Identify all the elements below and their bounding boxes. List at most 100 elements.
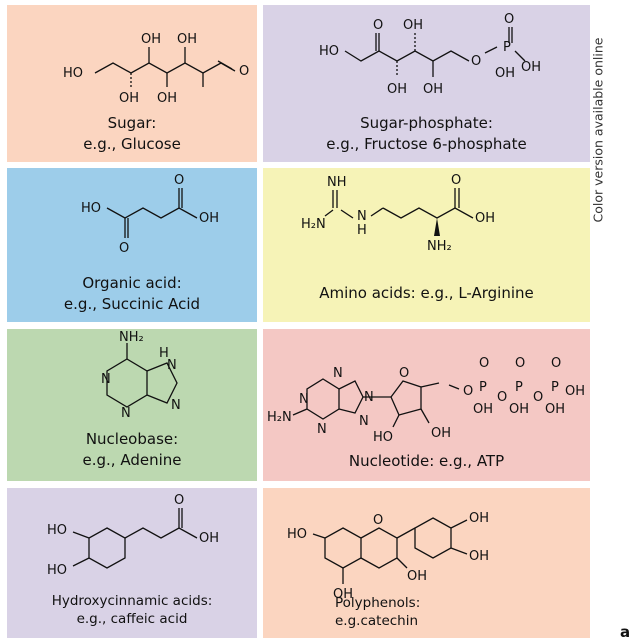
- svg-text:P: P: [503, 40, 511, 55]
- svg-text:NH: NH: [327, 175, 347, 190]
- svg-text:OH: OH: [469, 511, 489, 526]
- svg-text:O: O: [399, 366, 409, 381]
- svg-text:OH: OH: [199, 211, 219, 226]
- svg-text:H: H: [159, 346, 169, 361]
- svg-text:O: O: [373, 513, 383, 528]
- color-version-note-text: Color version available online: [590, 37, 606, 223]
- svg-text:O: O: [463, 384, 473, 399]
- sugar-phosphate-caption: Sugar-phosphate: e.g., Fructose 6-phosph…: [263, 113, 590, 155]
- svg-text:OH: OH: [469, 549, 489, 564]
- hydroxycinnamic-caption-line2: e.g., caffeic acid: [76, 611, 188, 627]
- panel-amino-acid: NH H₂N N H O OH NH₂ Amino acids: e.g., L…: [263, 168, 590, 322]
- nucleotide-caption-line1: Nucleotide: e.g., ATP: [348, 452, 505, 470]
- hydroxycinnamic-caption-line1: Hydroxycinnamic acids:: [51, 593, 213, 609]
- panel-letter: a: [620, 623, 631, 641]
- svg-text:OH: OH: [407, 569, 427, 584]
- sugar-caption: Sugar: e.g., Glucose: [7, 113, 257, 155]
- svg-text:OH: OH: [157, 91, 177, 106]
- svg-text:OH: OH: [177, 32, 197, 47]
- svg-text:OH: OH: [333, 587, 353, 602]
- svg-text:H₂N: H₂N: [267, 410, 292, 425]
- nucleobase-caption: Nucleobase: e.g., Adenine: [7, 429, 257, 471]
- svg-text:HO: HO: [63, 66, 83, 81]
- svg-text:N: N: [333, 366, 343, 381]
- svg-text:H: H: [357, 223, 367, 238]
- svg-text:O: O: [497, 390, 507, 405]
- svg-text:HO: HO: [319, 44, 339, 59]
- svg-text:OH: OH: [119, 91, 139, 106]
- svg-text:OH: OH: [199, 531, 219, 546]
- svg-text:HO: HO: [47, 523, 67, 538]
- nucleobase-caption-line2: e.g., Adenine: [82, 451, 182, 469]
- panel-hydroxycinnamic: HO HO O OH Hydroxycinnamic acids: e.g., …: [7, 488, 257, 638]
- caffeic-acid-structure: HO HO O OH: [47, 493, 219, 578]
- panel-polyphenol: HO O OH OH OH OH Polyphenols: e.g.catech…: [263, 488, 590, 638]
- svg-text:OH: OH: [403, 18, 423, 33]
- svg-text:O: O: [174, 493, 184, 508]
- panel-sugar: HO O OH OH OH OH Sugar: e.g., Glucose: [7, 5, 257, 162]
- sugar-caption-line2: e.g., Glucose: [83, 135, 181, 153]
- svg-text:OH: OH: [423, 82, 443, 97]
- svg-text:N: N: [101, 372, 111, 387]
- svg-text:OH: OH: [473, 402, 493, 417]
- svg-text:O: O: [504, 12, 514, 27]
- nucleotide-caption: Nucleotide: e.g., ATP: [263, 451, 590, 472]
- svg-text:H₂N: H₂N: [301, 217, 326, 232]
- organic-acid-caption-line2: e.g., Succinic Acid: [63, 295, 201, 313]
- hydroxycinnamic-caption: Hydroxycinnamic acids: e.g., caffeic aci…: [7, 592, 257, 628]
- svg-text:O: O: [451, 173, 461, 188]
- svg-text:P: P: [515, 380, 523, 395]
- svg-text:HO: HO: [373, 430, 393, 445]
- panel-nucleobase: NH₂ H N N N N Nucleobase: e.g., Adenine: [7, 329, 257, 481]
- svg-text:O: O: [533, 390, 543, 405]
- organic-acid-caption: Organic acid: e.g., Succinic Acid: [7, 273, 257, 315]
- svg-text:OH: OH: [387, 82, 407, 97]
- sugar-caption-line1: Sugar:: [107, 114, 157, 132]
- svg-text:N: N: [364, 390, 374, 405]
- svg-text:OH: OH: [475, 211, 495, 226]
- svg-text:N: N: [167, 358, 177, 373]
- svg-text:OH: OH: [545, 402, 565, 417]
- adenine-structure: NH₂ H N N N N: [101, 330, 181, 421]
- svg-text:O: O: [239, 64, 249, 79]
- sugar-phosphate-caption-line2: e.g., Fructose 6-phosphate: [326, 135, 527, 153]
- svg-text:HO: HO: [81, 201, 101, 216]
- nucleobase-caption-line1: Nucleobase:: [85, 430, 179, 448]
- svg-text:NH₂: NH₂: [119, 330, 144, 345]
- l-arginine-structure: NH H₂N N H O OH NH₂: [301, 173, 495, 254]
- svg-text:N: N: [359, 414, 369, 429]
- svg-text:P: P: [479, 380, 487, 395]
- svg-text:N: N: [299, 392, 309, 407]
- polyphenol-caption-line2: e.g.catechin: [335, 613, 419, 629]
- svg-text:O: O: [551, 356, 561, 371]
- svg-text:O: O: [479, 356, 489, 371]
- panel-organic-acid: HO O O OH Organic acid: e.g., Succinic A…: [7, 168, 257, 322]
- svg-text:OH: OH: [495, 66, 515, 81]
- svg-text:O: O: [515, 356, 525, 371]
- svg-text:OH: OH: [521, 60, 541, 75]
- polyphenol-caption-line1: Polyphenols:: [335, 595, 421, 611]
- svg-text:HO: HO: [47, 563, 67, 578]
- panel-sugar-phosphate: HO O OH OH OH O P O OH OH Sugar-phosphat…: [263, 5, 590, 162]
- svg-text:OH: OH: [565, 384, 585, 399]
- svg-text:N: N: [317, 422, 327, 437]
- svg-text:NH₂: NH₂: [427, 239, 452, 254]
- svg-text:P: P: [551, 380, 559, 395]
- svg-text:N: N: [357, 209, 367, 224]
- polyphenol-caption: Polyphenols: e.g.catechin: [335, 594, 495, 630]
- amino-acid-caption-line1: Amino acids: e.g., L-Arginine: [319, 284, 534, 302]
- glucose-structure: HO O OH OH OH OH: [63, 32, 249, 106]
- sugar-phosphate-caption-line1: Sugar-phosphate:: [360, 114, 493, 132]
- fructose-6-phosphate-structure: HO O OH OH OH O P O OH OH: [319, 12, 541, 97]
- organic-acid-caption-line1: Organic acid:: [82, 274, 182, 292]
- svg-text:OH: OH: [431, 426, 451, 441]
- svg-text:N: N: [171, 398, 181, 413]
- svg-text:O: O: [471, 54, 481, 69]
- svg-text:HO: HO: [287, 527, 307, 542]
- svg-text:O: O: [119, 241, 129, 256]
- svg-text:OH: OH: [141, 32, 161, 47]
- succinic-acid-structure: HO O O OH: [81, 173, 219, 256]
- svg-text:O: O: [373, 18, 383, 33]
